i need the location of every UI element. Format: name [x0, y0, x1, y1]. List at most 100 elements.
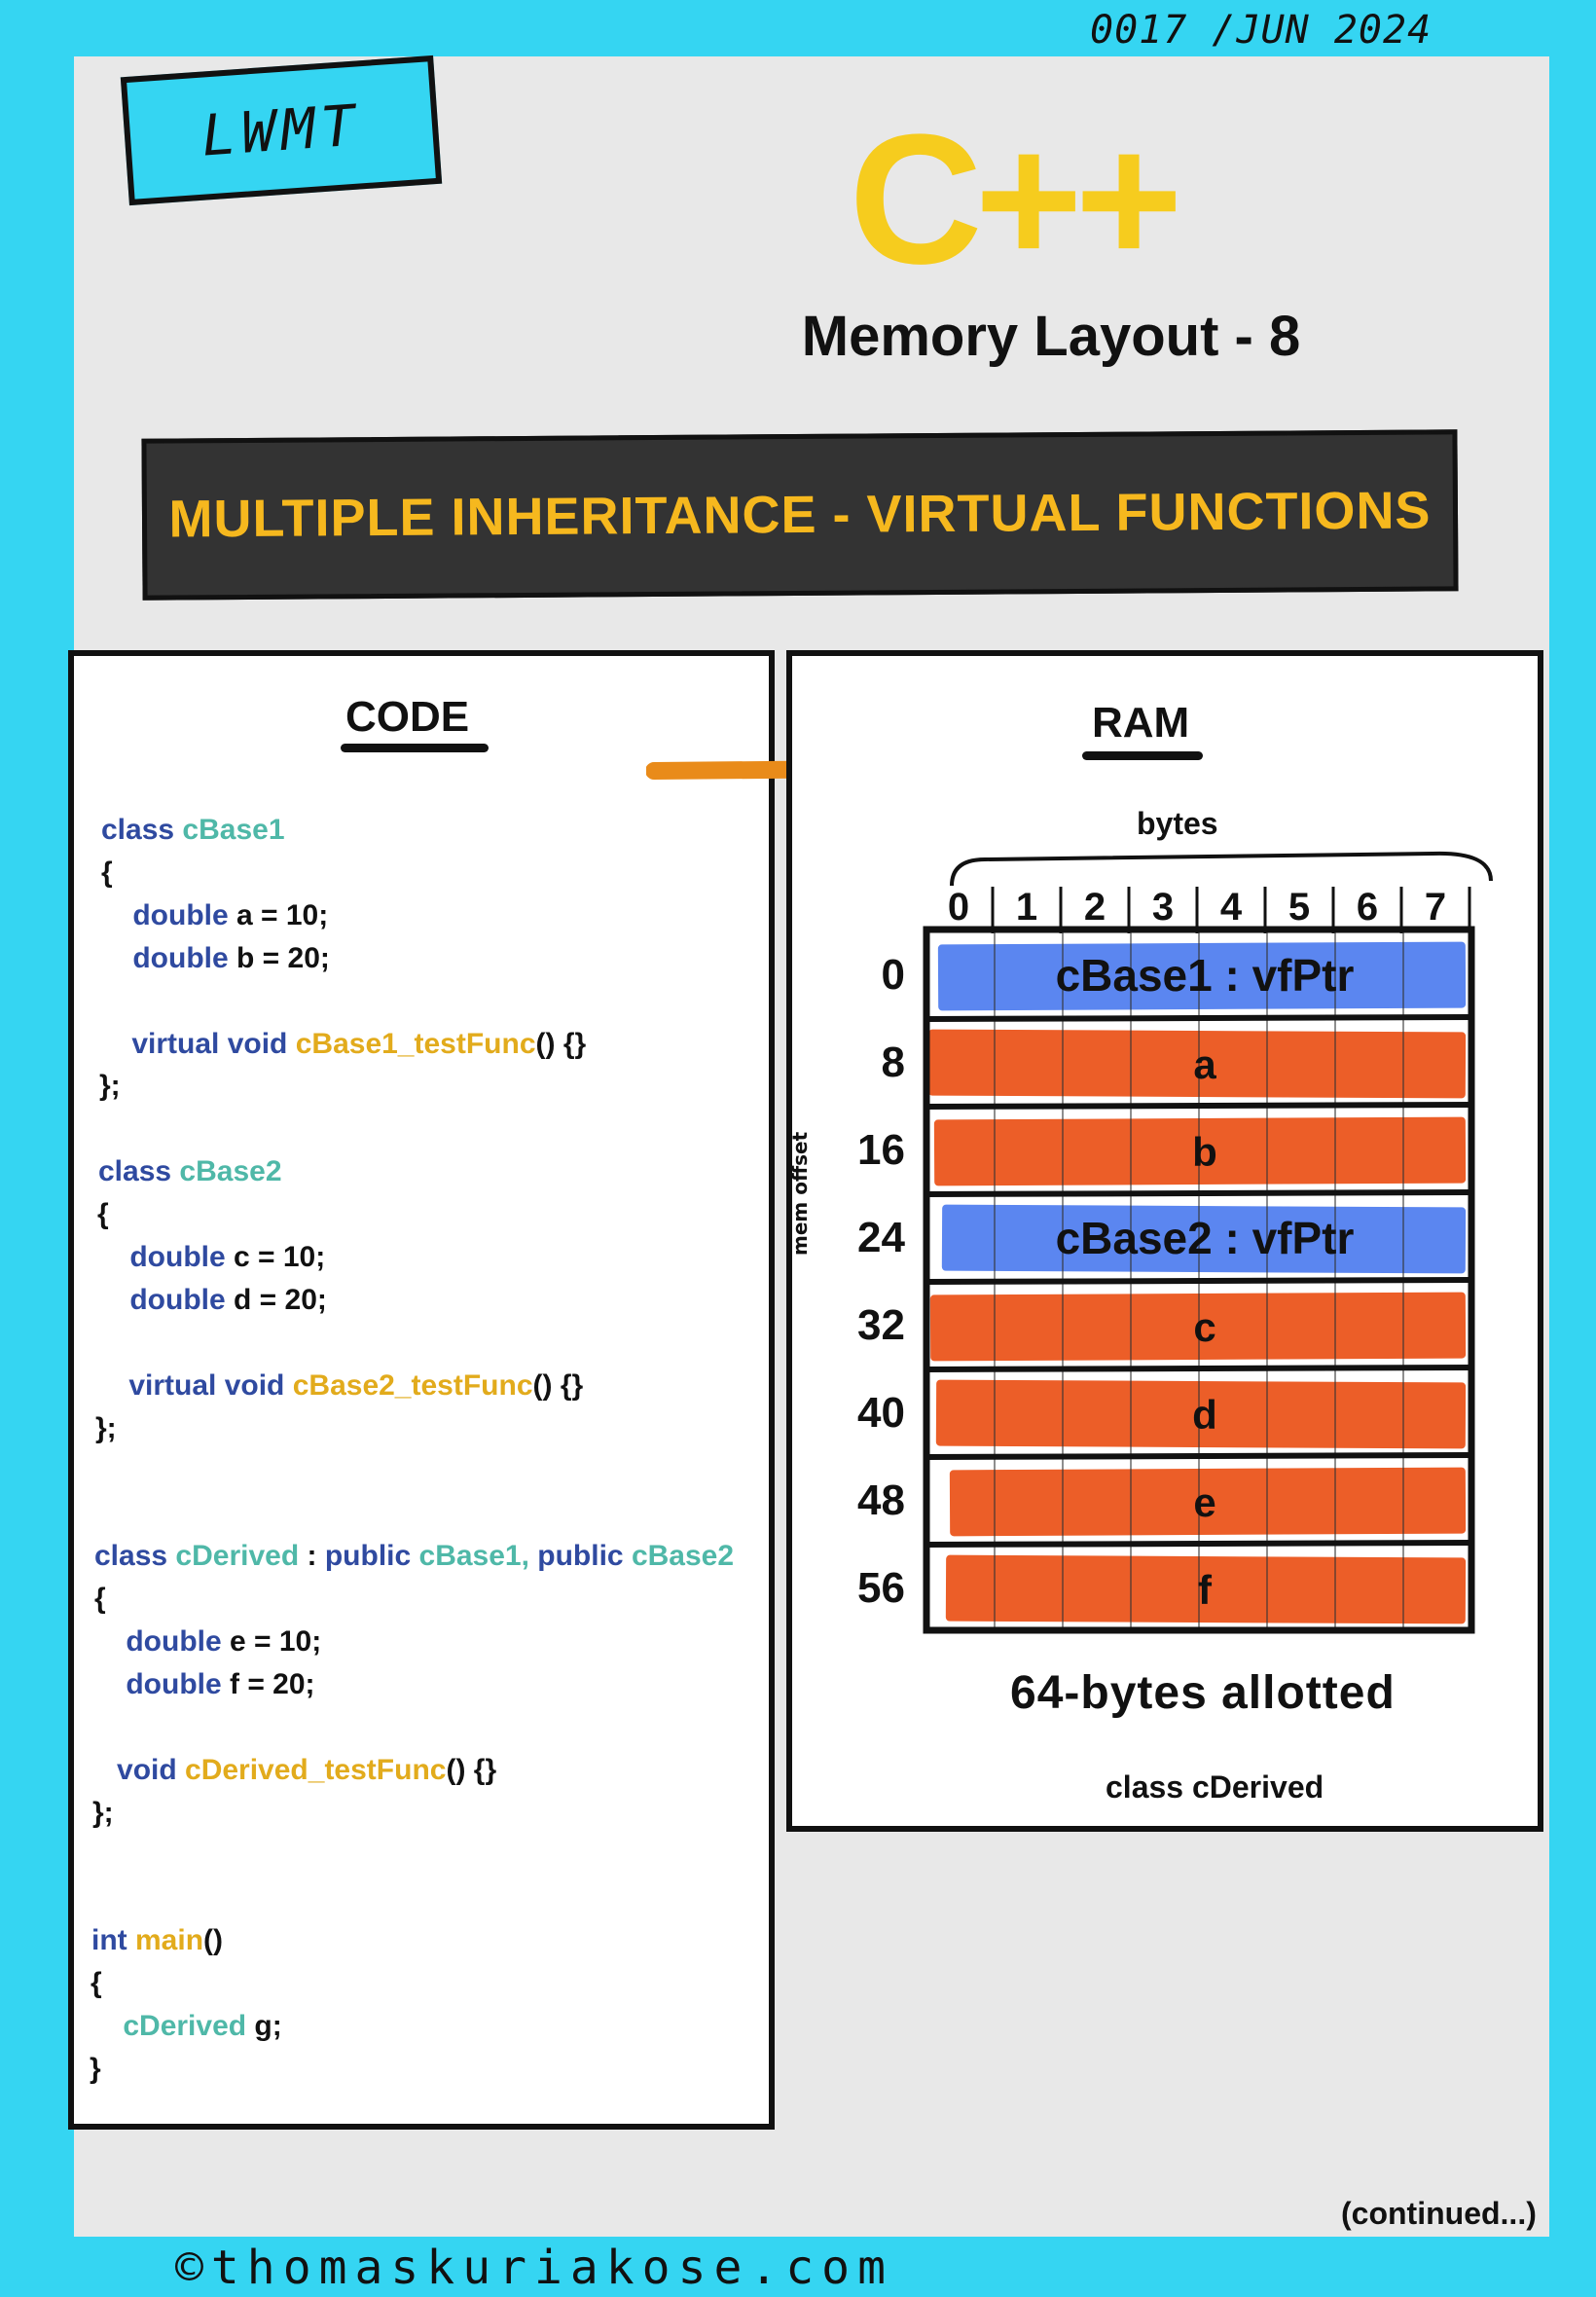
memory-row-fill: [937, 941, 1467, 1011]
code-panel: [68, 650, 775, 2130]
code-token: (): [203, 1924, 224, 1957]
mem-offset-value: 8: [882, 1039, 905, 1086]
code-line: double b = 20;: [100, 942, 330, 975]
row-separator: [925, 1014, 1474, 1022]
code-heading-underline: [341, 744, 489, 752]
code-token: () {}: [532, 1368, 584, 1402]
memory-row-fill: [949, 1467, 1467, 1537]
memory-row-label: c: [1193, 1304, 1215, 1350]
code-token: a = 10;: [236, 898, 329, 931]
mem-offset-value: 48: [857, 1477, 905, 1524]
code-token: cBase1: [182, 814, 285, 846]
code-token: virtual void: [96, 1368, 293, 1402]
code-line: double a = 10;: [100, 899, 328, 932]
byte-column-label: 4: [1220, 886, 1243, 929]
bytes-brace: [950, 851, 1493, 887]
code-token: };: [99, 1070, 121, 1103]
code-token: public: [537, 1540, 632, 1573]
byte-column-label: 6: [1357, 886, 1378, 929]
code-token: cBase2: [179, 1155, 282, 1188]
row-separator: [925, 1540, 1474, 1548]
copyright-text: ©thomaskuriakose.com: [175, 2241, 893, 2295]
code-token: c = 10;: [234, 1241, 326, 1273]
code-token: cDerived: [175, 1540, 300, 1573]
memory-row-label: a: [1193, 1041, 1216, 1087]
code-token: f = 20;: [230, 1668, 315, 1700]
code-line: double e = 10;: [93, 1625, 321, 1659]
row-separator: [925, 1102, 1474, 1110]
code-line: {: [101, 857, 113, 890]
code-token: e = 10;: [230, 1625, 322, 1659]
code-token: }: [90, 2053, 101, 2086]
memory-row-label: f: [1198, 1567, 1213, 1613]
code-line: {: [94, 1583, 106, 1616]
code-line: cDerived g;: [91, 2010, 281, 2043]
struct-label: class cDerived: [1106, 1769, 1324, 1805]
code-token: () {}: [446, 1753, 497, 1786]
code-line: int main(): [91, 1924, 223, 1957]
memory-row-label: cBase2 : vfPtr: [1056, 1213, 1355, 1263]
code-token: public: [324, 1540, 419, 1573]
mem-offset-value: 24: [857, 1214, 905, 1261]
byte-column-label: 7: [1425, 886, 1446, 929]
ram-heading-underline: [1082, 751, 1203, 760]
code-line: };: [92, 1797, 114, 1830]
code-token: double: [100, 898, 236, 931]
code-token: double: [97, 1241, 234, 1273]
code-token: () {}: [535, 1027, 587, 1060]
page-subtitle: Memory Layout - 8: [801, 305, 1301, 368]
row-separator: [925, 1365, 1474, 1372]
byte-column-label: 5: [1288, 886, 1310, 929]
code-token: double: [93, 1625, 230, 1659]
code-token: class: [101, 814, 183, 846]
code-token: virtual void: [99, 1027, 296, 1060]
mem-offset-value: 16: [857, 1126, 905, 1174]
code-token: :: [299, 1540, 325, 1573]
code-token: double: [97, 1283, 234, 1316]
code-line: }: [90, 2053, 101, 2086]
byte-column-label: 3: [1152, 886, 1174, 929]
mem-offset-value: 40: [857, 1389, 905, 1437]
code-token: class: [94, 1540, 176, 1573]
memory-row-label: d: [1192, 1392, 1217, 1438]
memory-row-fill: [935, 1379, 1467, 1449]
date-stamp: 0017 /JUN 2024: [1090, 8, 1433, 53]
memory-row-label: b: [1192, 1129, 1217, 1175]
code-token: int: [91, 1924, 135, 1957]
code-heading: CODE: [345, 693, 470, 741]
code-line: {: [97, 1198, 109, 1231]
row-separator: [925, 1277, 1474, 1285]
byte-column-label: 0: [948, 886, 969, 929]
code-token: {: [94, 1583, 106, 1616]
code-token: {: [91, 1967, 102, 2000]
code-line: double f = 20;: [93, 1668, 315, 1701]
code-token: double: [100, 941, 236, 974]
memory-grid-border: [923, 926, 1475, 1634]
code-line: };: [95, 1412, 117, 1445]
mem-offset-value: 32: [857, 1301, 905, 1349]
code-token: d = 20;: [234, 1283, 327, 1316]
code-line: class cBase2: [98, 1155, 282, 1188]
mem-offset-value: 0: [882, 951, 905, 999]
code-line: {: [91, 1967, 102, 2000]
row-separator: [925, 1189, 1474, 1197]
ram-heading: RAM: [1092, 699, 1190, 747]
bytes-label: bytes: [1137, 806, 1218, 841]
code-token: cDerived: [123, 2010, 255, 2043]
code-line: };: [99, 1070, 121, 1103]
code-token: cDerived_testFunc: [185, 1753, 447, 1786]
code-token: void: [92, 1753, 186, 1786]
byte-column-label: 2: [1084, 886, 1106, 929]
code-line: virtual void cBase2_testFunc() {}: [96, 1369, 583, 1403]
memory-row-fill: [933, 1116, 1467, 1186]
page-title: C++: [849, 96, 1182, 303]
code-token: main: [135, 1924, 204, 1957]
code-token: double: [93, 1668, 230, 1700]
code-line: void cDerived_testFunc() {}: [92, 1754, 496, 1787]
code-line: double c = 10;: [97, 1241, 325, 1274]
code-token: cBase1,: [418, 1540, 538, 1573]
code-line: double d = 20;: [97, 1284, 327, 1317]
code-token: cBase2_testFunc: [292, 1368, 533, 1402]
code-token: class: [98, 1155, 180, 1188]
